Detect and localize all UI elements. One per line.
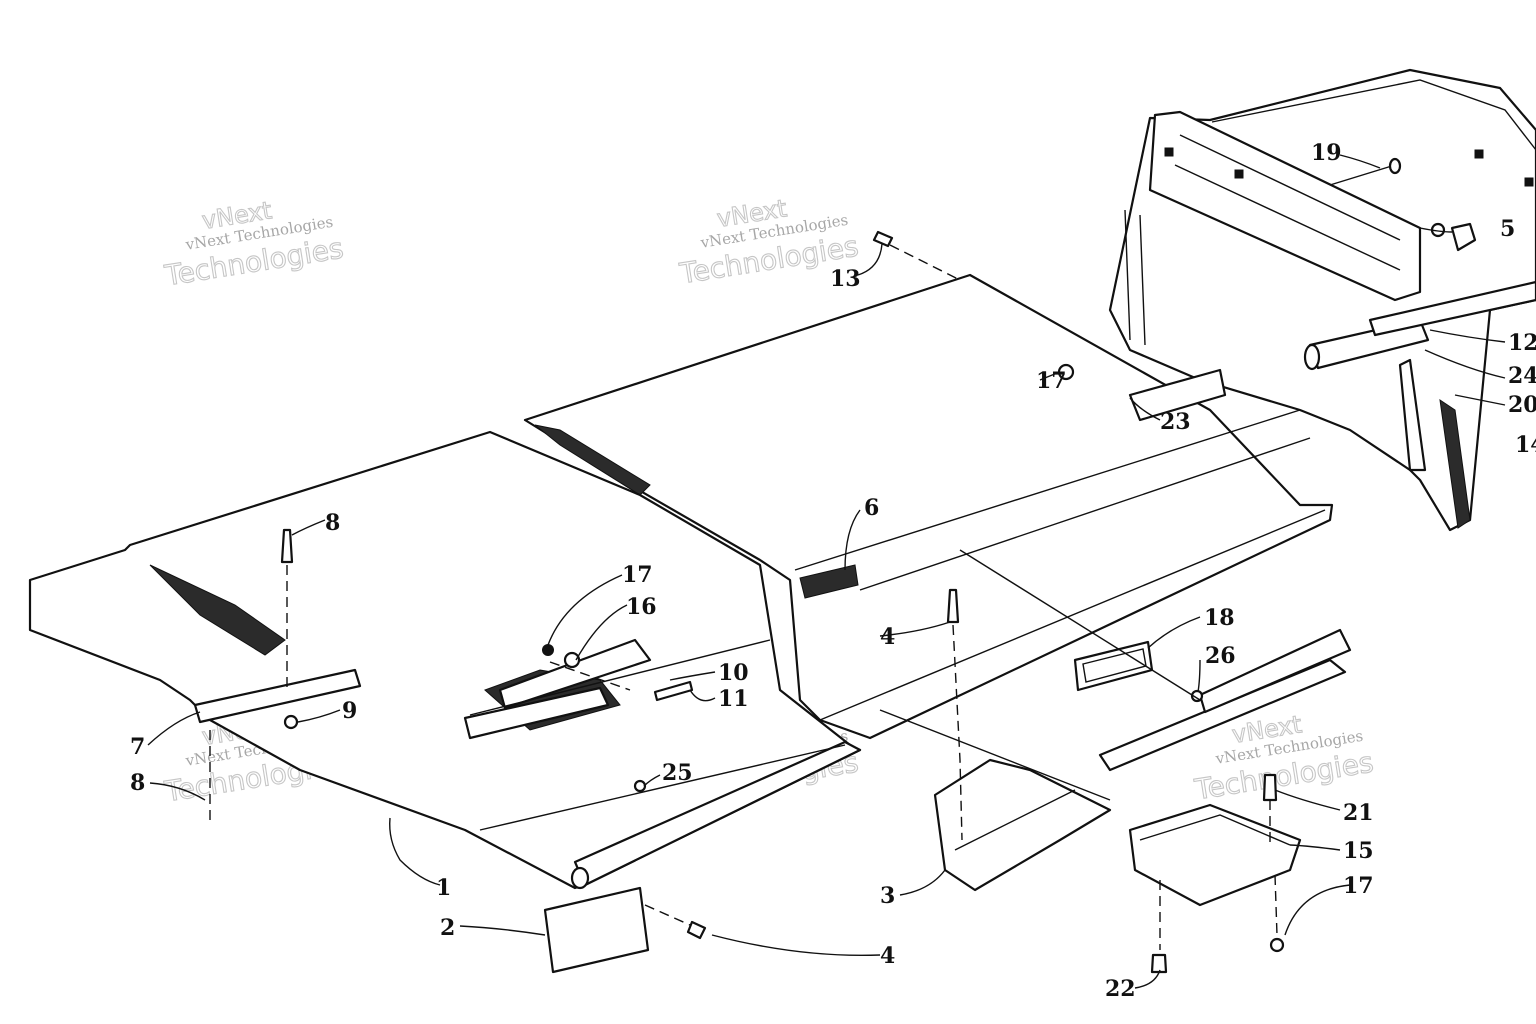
callout-25: 25 — [662, 760, 693, 786]
callout-6: 6 — [864, 495, 879, 521]
fasteners — [280, 230, 1285, 974]
callout-14: 14 — [1515, 432, 1536, 458]
callout-19: 19 — [1311, 140, 1342, 166]
callout-17a: 17 — [622, 562, 653, 588]
step-bracket-3 — [933, 628, 1352, 907]
callout-13: 13 — [830, 266, 861, 292]
running-board-6 — [523, 273, 1334, 740]
callout-12: 12 — [1508, 330, 1536, 356]
callout-8b: 8 — [130, 770, 145, 796]
callout-24: 24 — [1508, 363, 1536, 389]
callout-22: 22 — [1105, 976, 1136, 1002]
callout-26: 26 — [1205, 643, 1236, 669]
callout-7: 7 — [130, 734, 145, 760]
callout-16: 16 — [626, 594, 657, 620]
callout-10: 10 — [718, 660, 749, 686]
footrest-panel-1 — [28, 430, 862, 890]
callout-20: 20 — [1508, 392, 1536, 418]
callout-4b: 4 — [880, 624, 895, 650]
callout-1: 1 — [436, 875, 451, 901]
callout-11: 11 — [718, 686, 749, 712]
rear-frame-assembly — [1108, 68, 1536, 532]
callout-leaders — [147, 154, 1506, 989]
callout-17c: 17 — [1036, 368, 1067, 394]
callout-17b: 17 — [1343, 873, 1374, 899]
callout-23: 23 — [1160, 409, 1191, 435]
callout-3: 3 — [880, 883, 895, 909]
reflector-18 — [1073, 640, 1154, 692]
callout-21: 21 — [1343, 800, 1374, 826]
callout-labels: 1 2 3 4 4 5 6 7 8 8 9 10 11 12 13 14 15 … — [130, 140, 1536, 1002]
callout-5: 5 — [1500, 216, 1515, 242]
callout-18: 18 — [1204, 605, 1235, 631]
callout-8a: 8 — [325, 510, 340, 536]
callout-4a: 4 — [880, 943, 895, 969]
callout-15: 15 — [1343, 838, 1374, 864]
assembly-lines — [209, 244, 1278, 950]
callout-9: 9 — [342, 698, 357, 724]
plate-2 — [543, 886, 650, 974]
callout-2: 2 — [440, 915, 455, 941]
